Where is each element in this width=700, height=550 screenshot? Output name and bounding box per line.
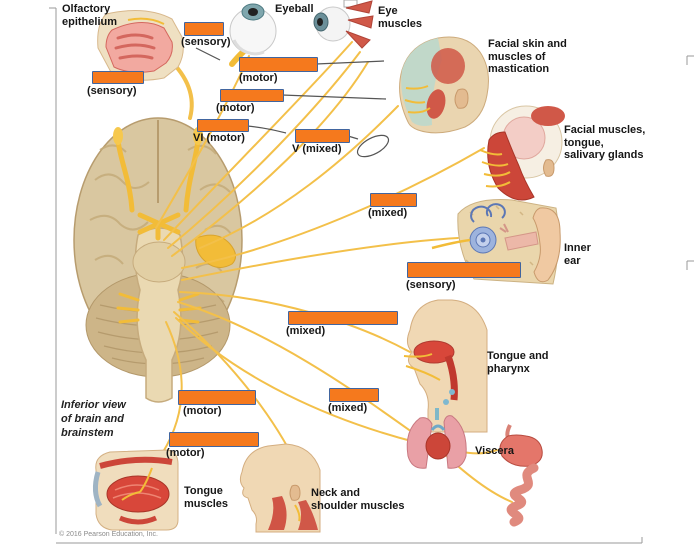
olfactory-epithelium-illustration (97, 10, 184, 81)
label-inner-ear: Inner ear (564, 242, 591, 267)
tongue-pharynx-head-illustration (403, 299, 488, 433)
blank-7-type-label: (mixed) (368, 207, 408, 219)
eye-muscles-illustration (313, 0, 374, 49)
blank-12-type-label: (motor) (166, 447, 205, 459)
blank-5-type-label: VI (motor) (193, 132, 245, 144)
blank-6-box[interactable] (295, 129, 350, 143)
leader-lines (142, 47, 390, 158)
blank-11-type-label: (motor) (183, 405, 222, 417)
inner-ear-illustration (431, 199, 561, 285)
blank-4-type-label: (motor) (216, 102, 255, 114)
label-facial-skin-mastication: Facial skin and muscles of mastication (488, 38, 567, 76)
stomach-intestines-illustration (499, 424, 543, 527)
mastication-head-illustration (399, 36, 489, 134)
blank-9-box[interactable] (288, 311, 398, 325)
neck-shoulder-head-illustration (239, 443, 321, 533)
blank-8-type-label: (sensory) (406, 279, 456, 291)
blank-9-type-label: (mixed) (286, 325, 326, 337)
blank-10-box[interactable] (329, 388, 379, 402)
blank-7-box[interactable] (370, 193, 417, 207)
caption-inferior-view: Inferior view of brain and brainstem (61, 399, 126, 439)
copyright-text: © 2016 Pearson Education, Inc. (59, 531, 158, 538)
label-olfactory-epithelium: Olfactory epithelium (62, 3, 118, 28)
label-eyeball: Eyeball (275, 3, 314, 15)
blank-3-type-label: (motor) (239, 72, 278, 84)
label-neck-shoulder-muscles: Neck and shoulder muscles (311, 487, 405, 512)
blank-8-box[interactable] (407, 262, 521, 278)
blank-2-type-label: (sensory) (87, 85, 137, 97)
eyeball-illustration (229, 3, 277, 67)
tongue-muscles-illustration (92, 449, 179, 531)
blank-5-box[interactable] (197, 119, 249, 132)
facial-muscles-head-illustration (479, 105, 565, 201)
blank-11-box[interactable] (178, 390, 256, 405)
blank-6-type-label: V (mixed) (292, 143, 342, 155)
label-facial-muscles-salivary: Facial muscles, tongue, salivary glands (564, 124, 646, 162)
blank-1-type-label: (sensory) (181, 36, 231, 48)
frame-marks (49, 0, 694, 544)
brain-illustration (73, 117, 243, 403)
label-tongue-and-pharynx: Tongue and pharynx (487, 350, 549, 375)
label-eye-muscles: Eye muscles (378, 5, 423, 30)
blank-2-box[interactable] (92, 71, 144, 84)
blank-1-box[interactable] (184, 22, 224, 36)
label-viscera: Viscera (475, 445, 514, 457)
blank-3-box[interactable] (239, 57, 318, 72)
blank-12-box[interactable] (169, 432, 259, 447)
lungs-heart-illustration (406, 408, 467, 469)
label-tongue-muscles: Tongue muscles (184, 485, 229, 510)
blank-10-type-label: (mixed) (328, 402, 368, 414)
blank-4-box[interactable] (220, 89, 284, 102)
